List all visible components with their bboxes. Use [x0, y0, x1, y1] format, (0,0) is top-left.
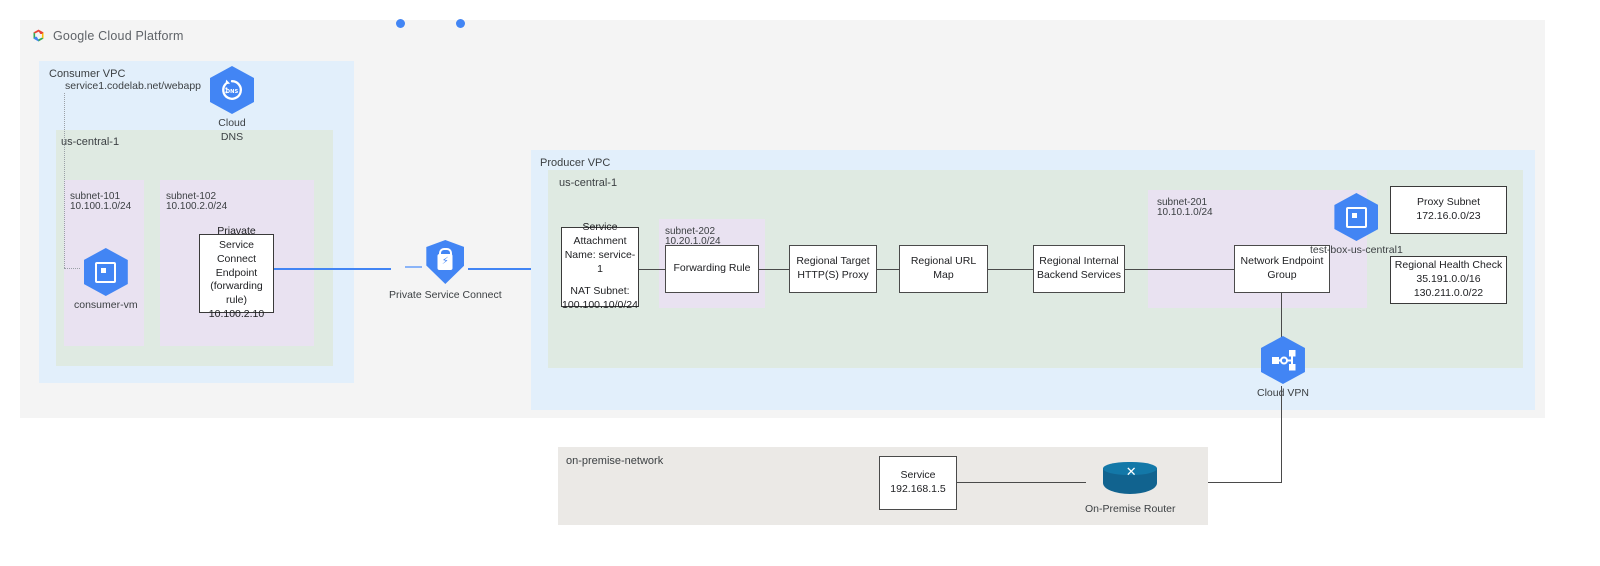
consumer-vm-label: consumer-vm: [74, 299, 138, 311]
subnet-102-name: subnet-102: [166, 191, 217, 202]
subnet-202-name: subnet-202: [665, 226, 716, 237]
on-premise-router-label: On-Premise Router: [1085, 503, 1176, 515]
dns-dotted-line-vertical: [64, 85, 65, 268]
neg-line2: Group: [1267, 269, 1297, 281]
service-attachment-line3: Name: service-1: [564, 248, 636, 275]
service-attachment-line2: Attachment: [573, 234, 627, 247]
service-attachment-line1: Service: [582, 220, 618, 233]
cloud-dns-label-line1: Cloud: [218, 117, 246, 129]
subnet-101-name: subnet-101: [70, 191, 121, 202]
chip-glyph: [1345, 206, 1367, 228]
proxy-subnet-box[interactable]: Proxy Subnet 172.16.0.0/23: [1390, 186, 1507, 234]
private-service-connect-icon: ⚡: [426, 240, 465, 284]
cloud-dns-node[interactable]: DNS Cloud DNS: [210, 66, 254, 144]
dns-record-label: service1.codelab.net/webapp: [63, 80, 204, 92]
target-proxy-line1: Regional Target: [796, 255, 870, 268]
regional-url-map-box[interactable]: Regional URL Map: [899, 245, 988, 293]
network-endpoint-group-box[interactable]: Network Endpoint Group: [1234, 245, 1330, 293]
gcp-title: Google Cloud Platform: [53, 28, 184, 43]
psc-endpoint-line4: 10.100.2.10: [208, 308, 265, 321]
backend-services-line2: Backend Services: [1036, 269, 1122, 281]
forwarding-rule-box[interactable]: Forwarding Rule: [665, 245, 759, 293]
subnet-201-cidr: 10.10.1.0/24: [1157, 207, 1213, 218]
psc-link-right: [468, 268, 561, 270]
cloud-vpn-label: Cloud VPN: [1257, 387, 1309, 399]
on-premise-router-node[interactable]: ✕ On-Premise Router: [1085, 462, 1175, 517]
compute-vm-icon: [83, 248, 128, 296]
on-premise-network-label: on-premise-network: [566, 455, 664, 467]
health-check-line1: Regional Health Check: [1394, 259, 1503, 272]
producer-vpc-label: Producer VPC: [540, 157, 611, 169]
regional-health-check-box[interactable]: Regional Health Check 35.191.0.0/16 130.…: [1390, 256, 1507, 304]
subnet-202-cidr: 10.20.1.0/24: [665, 236, 721, 247]
link-backend-services-neg: [1125, 269, 1234, 271]
target-proxy-line2: HTTP(S) Proxy: [797, 269, 869, 281]
test-box-label: test-box-us-central1: [1310, 244, 1403, 256]
link-target-proxy-url-map: [877, 269, 899, 271]
subnet-102-cidr: 10.100.2.0/24: [166, 201, 228, 212]
producer-region-label: us-central-1: [559, 177, 618, 189]
lock-glyph: ⚡: [437, 254, 453, 270]
gcp-header: Google Cloud Platform: [31, 28, 184, 43]
google-cloud-logo-icon: [31, 28, 46, 43]
link-neg-cloud-vpn: [1281, 293, 1283, 356]
chip-glyph: [95, 261, 117, 283]
cloud-dns-icon: DNS: [210, 66, 254, 114]
psc-link-left: [274, 268, 391, 270]
consumer-region-label: us-central-1: [61, 136, 120, 148]
on-premise-service-box[interactable]: Service 192.168.1.5: [879, 456, 957, 510]
svg-text:DNS: DNS: [226, 89, 239, 95]
onprem-service-line1: Service: [900, 469, 936, 482]
link-service-attachment-forwarding-rule: [639, 269, 665, 271]
health-check-line2: 35.191.0.0/16: [1416, 273, 1481, 286]
link-url-map-backend-services: [988, 269, 1033, 271]
neg-line1: Network Endpoint: [1240, 255, 1324, 268]
cloud-vpn-icon: [1260, 336, 1305, 384]
subnet-201-name: subnet-201: [1157, 197, 1208, 208]
psc-endpoint-line3: (forwarding rule): [210, 280, 263, 307]
onprem-service-line2: 192.168.1.5: [890, 483, 946, 495]
url-map-line1: Regional URL Map: [910, 255, 977, 281]
on-premise-router-icon: ✕: [1103, 462, 1158, 498]
psc-endpoint-line1: Priavate Service: [217, 225, 256, 251]
health-check-line3: 130.211.0.0/22: [1413, 286, 1484, 299]
link-vpn-router-horizontal: [1142, 482, 1282, 484]
psc-label: Private Service Connect: [389, 289, 502, 301]
cloud-dns-label-line2: DNS: [220, 130, 244, 143]
regional-backend-services-box[interactable]: Regional Internal Backend Services: [1033, 245, 1125, 293]
test-box-node[interactable]: test-box-us-central1: [1310, 193, 1403, 258]
forwarding-rule-line1: Forwarding Rule: [673, 262, 751, 275]
subnet-101-cidr: 10.100.1.0/24: [70, 201, 132, 212]
link-forwarding-rule-target-proxy: [759, 269, 789, 271]
proxy-subnet-line1: Proxy Subnet: [1416, 196, 1481, 209]
private-service-connect-endpoint-box[interactable]: Priavate Service Connect Endpoint (forwa…: [199, 225, 274, 320]
service-attachment-box[interactable]: Service Attachment Name: service-1 NAT S…: [561, 221, 639, 311]
cloud-vpn-node[interactable]: Cloud VPN: [1257, 336, 1309, 401]
service-attachment-line4: NAT Subnet:: [570, 285, 630, 298]
dns-dotted-line-to-vm: [64, 268, 80, 269]
consumer-vpc-label: Consumer VPC: [49, 68, 126, 80]
psc-dot-left: [396, 19, 405, 28]
psc-dash-left: [405, 266, 422, 268]
consumer-vm-node[interactable]: consumer-vm: [74, 248, 138, 313]
psc-endpoint-line2: Connect Endpoint: [215, 252, 258, 279]
link-cloud-vpn-router: [1281, 386, 1283, 483]
proxy-subnet-line2: 172.16.0.0/23: [1416, 210, 1481, 222]
compute-vm-icon: [1334, 193, 1379, 241]
link-service-router: [957, 482, 1086, 484]
service-attachment-line5: 100.100.10/0/24: [562, 299, 638, 312]
backend-services-line1: Regional Internal: [1039, 255, 1119, 268]
psc-dot-right: [456, 19, 465, 28]
regional-target-proxy-box[interactable]: Regional Target HTTP(S) Proxy: [789, 245, 877, 293]
private-service-connect-node[interactable]: ⚡ Private Service Connect: [389, 240, 502, 303]
